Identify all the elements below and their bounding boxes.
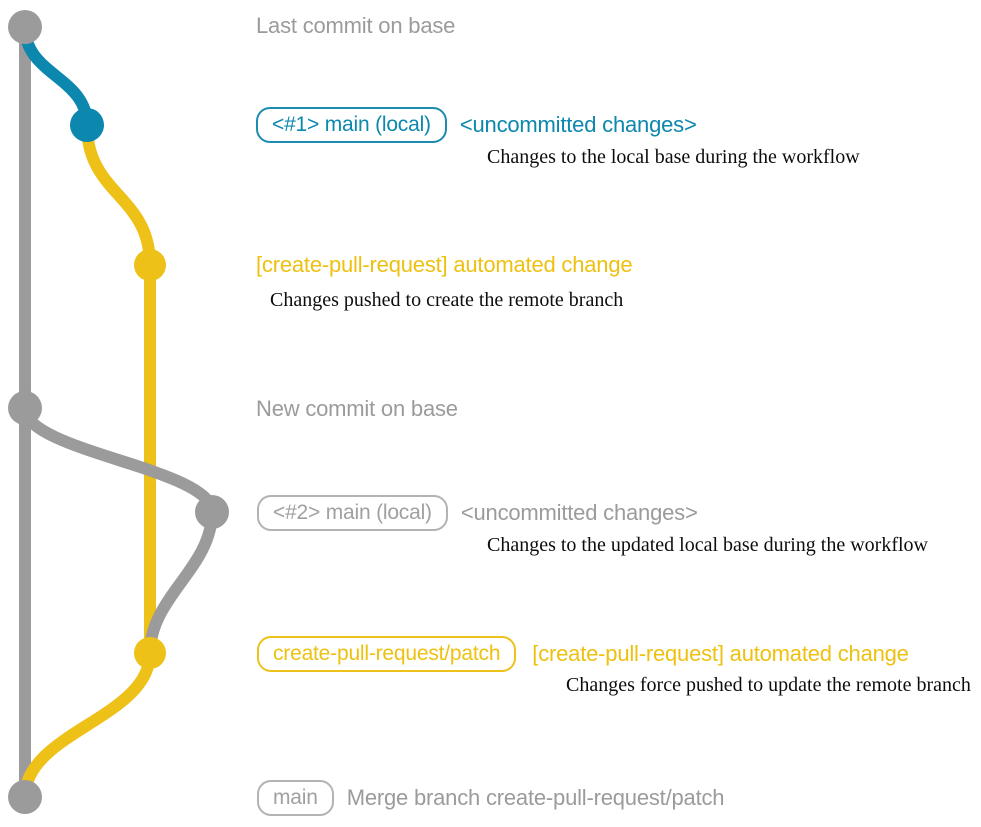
row-local-uncommitted-1: <#1> main (local) <uncommitted changes> — [256, 107, 697, 143]
ref-badge-create-pull-request-patch[interactable]: create-pull-request/patch — [257, 636, 517, 672]
row-new-commit-on-base-caption: New commit on base — [256, 396, 458, 421]
commit-subject-automated-change-1: [create-pull-request] automated change — [256, 252, 633, 277]
commit-subject-uncommitted-2: <uncommitted changes> — [460, 500, 698, 525]
commit-description-patch-2: Changes force pushed to update the remot… — [566, 674, 971, 696]
ref-badge-main-local-2[interactable]: <#2> main (local) — [257, 495, 448, 531]
commit-node-patch-2 — [134, 637, 166, 669]
commit-description-patch-1: Changes pushed to create the remote bran… — [270, 289, 624, 311]
commit-description-local-2: Changes to the updated local base during… — [487, 534, 928, 556]
commit-node-base-2 — [8, 391, 42, 425]
ref-badge-main[interactable]: main — [257, 780, 334, 816]
row-last-commit-on-base-caption: Last commit on base — [256, 13, 456, 38]
commit-node-patch-1 — [134, 249, 166, 281]
commit-node-local-1 — [70, 108, 104, 142]
commit-description-local-1: Changes to the local base during the wor… — [487, 146, 860, 168]
row-create-pull-request-patch: create-pull-request/patch [create-pull-r… — [257, 636, 909, 672]
branch-line-local — [19, 21, 93, 131]
branch-line-merge — [19, 647, 156, 803]
branch-line-updated-local — [19, 402, 218, 659]
branch-line-patch-upper — [81, 119, 156, 659]
ref-badge-main-local-1[interactable]: <#1> main (local) — [256, 107, 447, 143]
commit-node-merge — [8, 780, 42, 814]
commit-subject-automated-change-2: [create-pull-request] automated change — [532, 641, 909, 666]
commit-node-base-1 — [8, 10, 42, 44]
commit-subject-uncommitted-1: <uncommitted changes> — [459, 112, 697, 137]
commit-subject-merge: Merge branch create-pull-request/patch — [346, 785, 725, 810]
commit-nodes — [8, 10, 229, 814]
commit-node-updated-local-1 — [195, 495, 229, 529]
row-create-pull-request-initial: [create-pull-request] automated change — [256, 252, 633, 277]
row-local-uncommitted-2: <#2> main (local) <uncommitted changes> — [257, 495, 698, 531]
row-merge-commit: main Merge branch create-pull-request/pa… — [257, 780, 725, 816]
